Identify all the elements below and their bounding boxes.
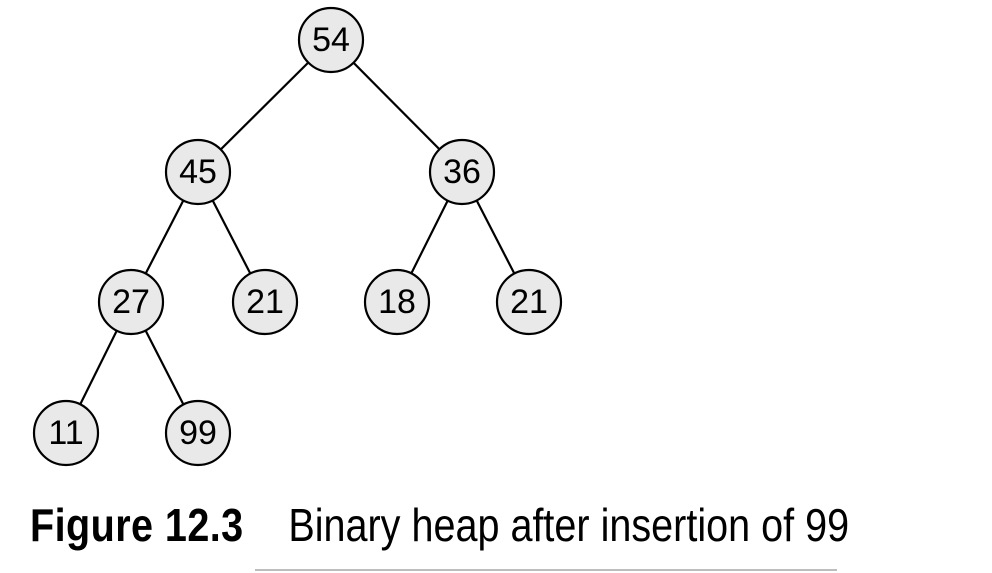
node-circle <box>32 399 100 467</box>
node-value: 36 <box>443 153 481 191</box>
node-circle <box>297 6 365 74</box>
figure-caption-text: Binary heap after insertion of 99 <box>288 499 850 551</box>
node-value: 21 <box>246 283 284 321</box>
heap-node-n1: 54 <box>297 6 365 74</box>
bottom-rule <box>255 569 837 571</box>
node-value: 45 <box>179 153 217 191</box>
heap-node-n8: 11 <box>32 399 100 467</box>
node-circle <box>428 138 496 206</box>
heap-nodes: 54 45 36 27 21 18 21 11 99 <box>32 6 563 467</box>
node-value: 27 <box>112 283 150 321</box>
heap-node-n9: 99 <box>164 399 232 467</box>
figure-number: Figure 12.3 <box>30 499 244 551</box>
node-value: 21 <box>510 283 548 321</box>
node-circle <box>495 268 563 336</box>
node-value: 54 <box>312 21 350 59</box>
node-value: 18 <box>378 283 416 321</box>
node-circle <box>97 268 165 336</box>
node-circle <box>164 138 232 206</box>
heap-diagram: 54 45 36 27 21 18 21 11 99 <box>32 6 563 467</box>
heap-node-n7: 21 <box>495 268 563 336</box>
heap-node-n6: 18 <box>363 268 431 336</box>
node-value: 99 <box>179 414 217 452</box>
node-circle <box>164 399 232 467</box>
heap-edges <box>65 39 530 434</box>
figure-caption: Figure 12.3 Binary heap after insertion o… <box>30 495 849 555</box>
heap-node-n5: 21 <box>231 268 299 336</box>
node-circle <box>231 268 299 336</box>
node-circle <box>363 268 431 336</box>
node-value: 11 <box>48 414 83 452</box>
heap-node-n2: 45 <box>164 138 232 206</box>
heap-node-n3: 36 <box>428 138 496 206</box>
heap-node-n4: 27 <box>97 268 165 336</box>
